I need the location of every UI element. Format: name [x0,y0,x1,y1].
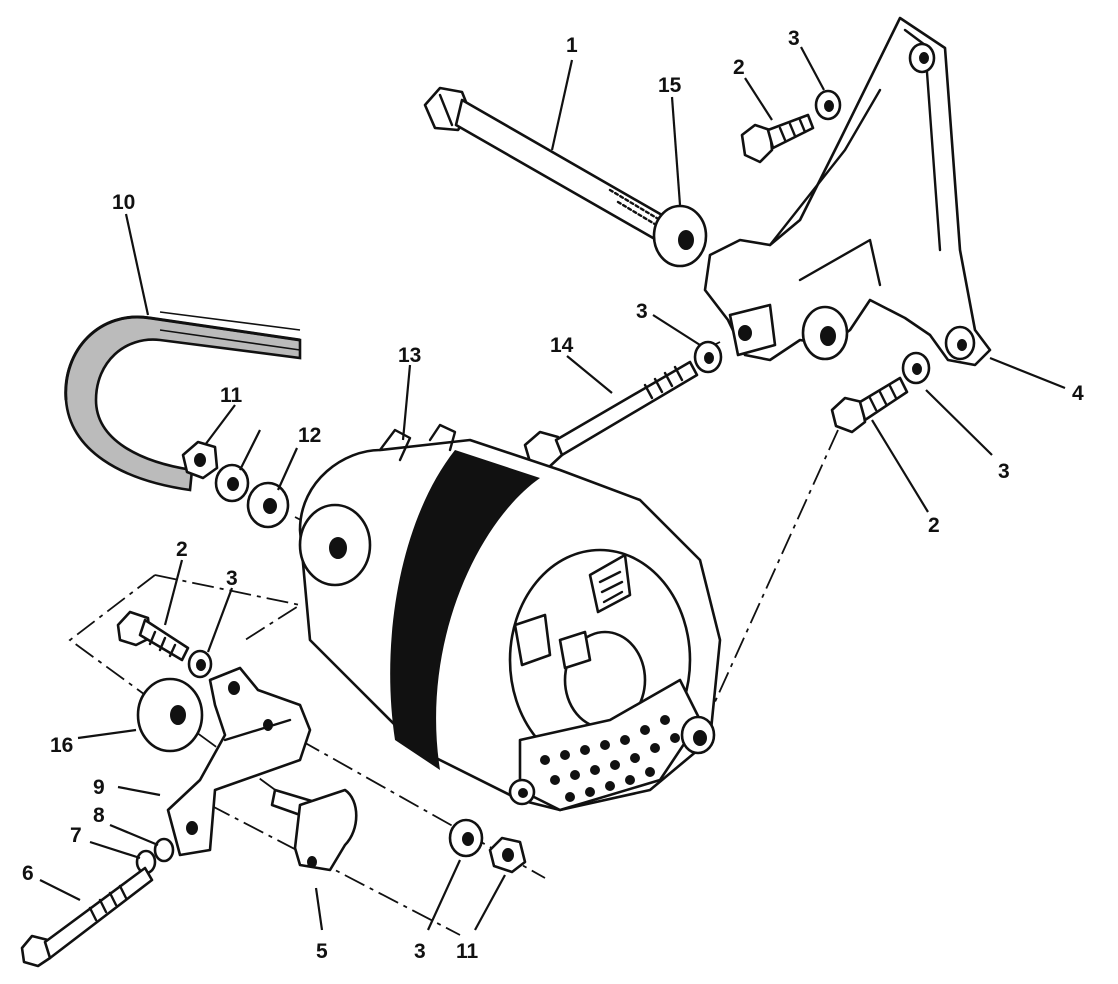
callout-14: 14 [550,334,574,357]
washer-part-3-bottom [448,818,484,858]
washer-part-3-left [187,649,213,679]
bolt-part-2-right [830,376,909,434]
long-bolt-part-14 [523,360,699,470]
callout-2-right: 2 [928,514,940,537]
callout-3-left: 3 [226,567,238,590]
callout-3-bottom: 3 [414,940,426,963]
nut-part-11-bottom [488,836,527,874]
washer-part-3-mid [693,340,723,374]
callout-12: 12 [298,424,321,447]
spacer-part-15 [652,204,708,268]
bolt-part-2-left [116,610,190,662]
callout-7: 7 [70,824,82,847]
callout-2-left: 2 [176,538,188,561]
pivot-bolt-part-1 [423,86,690,252]
callout-16: 16 [50,734,73,757]
callout-2-top: 2 [733,56,745,79]
callout-6: 6 [22,862,34,885]
callout-11-left: 11 [220,384,243,407]
mounting-bracket-part-4 [703,16,992,367]
callout-9: 9 [93,776,105,799]
nut-part-11-left [181,440,219,480]
callout-11-bottom: 11 [456,940,479,963]
rectifier-holes [540,715,680,802]
leader-lines [39,46,1066,931]
callout-1: 1 [566,34,578,57]
bolt-part-2-top [740,113,815,164]
callout-3-top: 3 [788,27,800,50]
washer-near-11 [214,463,250,503]
callout-8: 8 [93,804,105,827]
adjusting-bracket-part-9 [166,666,312,857]
callout-3-right: 3 [998,460,1010,483]
callout-labels: 1 2 3 15 10 3 14 4 13 11 12 3 2 2 3 16 9… [22,27,1084,963]
callout-4: 4 [1072,382,1084,405]
washer-part-12 [246,481,290,529]
alternator-part-13 [298,423,722,812]
callout-3-mid: 3 [636,300,648,323]
callout-10: 10 [112,191,135,214]
pulley-spacer-part-16 [136,677,204,753]
callout-15: 15 [658,74,682,97]
washer-part-3-top [814,89,842,121]
long-bolt-part-6 [20,866,154,968]
drive-belt-part-10 [64,311,302,492]
callout-13: 13 [398,344,421,367]
stud-bracket-part-5 [270,788,358,872]
callout-5: 5 [316,940,328,963]
washer-part-3-right [901,351,931,385]
